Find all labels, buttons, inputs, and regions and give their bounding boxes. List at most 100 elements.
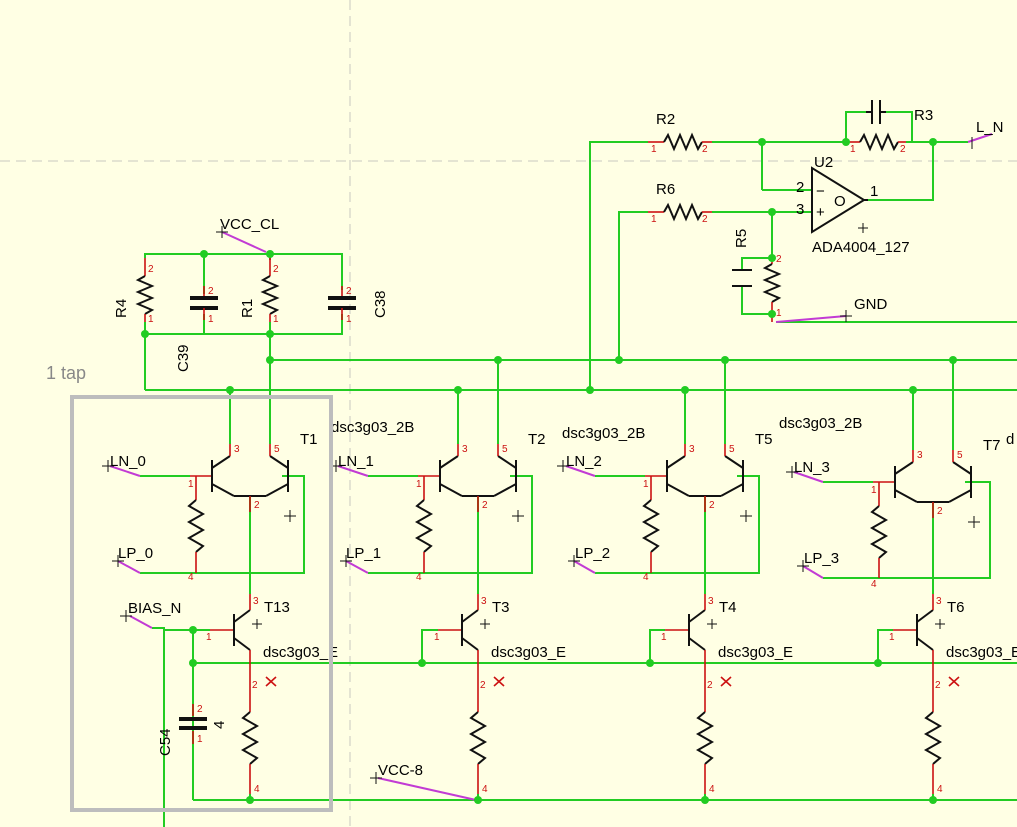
net-label-gnd[interactable]: GND (775, 296, 888, 323)
net-label-vcc-8[interactable]: VCC-8 (370, 762, 477, 801)
tail-resistor-1[interactable]: 4 (468, 690, 488, 795)
capacitor-c39[interactable]: C39 2 1 (175, 286, 218, 372)
svg-text:2: 2 (273, 264, 279, 275)
svg-text:4: 4 (937, 784, 943, 795)
t1-part: dsc3g03_2B (331, 419, 414, 436)
resistor-r2[interactable]: R2 1 2 (648, 111, 712, 155)
net-label-lp-2[interactable]: LP_2 (568, 545, 610, 574)
svg-text:1: 1 (208, 314, 214, 325)
opamp-u2[interactable]: U2 ADA4004_127 2 3 1 O − + (796, 154, 910, 256)
svg-text:VCC_CL: VCC_CL (220, 216, 279, 233)
t3-ref: T3 (492, 599, 510, 616)
capacitor-c54[interactable]: C54 4 2 1 (157, 704, 228, 756)
svg-text:1: 1 (346, 314, 352, 325)
svg-text:2: 2 (935, 680, 941, 691)
c39-label: C39 (175, 344, 192, 372)
tap-block-selection[interactable]: 1 tap (46, 363, 333, 812)
opamp-section: R2 1 2 R6 1 2 R3 1 2 (589, 100, 1017, 390)
svg-text:2: 2 (900, 144, 906, 155)
pair-resistor-2[interactable] (641, 476, 661, 573)
svg-text:1: 1 (661, 632, 667, 643)
svg-text:1: 1 (434, 632, 440, 643)
tail-resistor-0[interactable]: 4 (240, 690, 260, 795)
t6-ref: T6 (947, 599, 965, 616)
net-label-lp-3[interactable]: LP_3 (797, 550, 839, 579)
svg-text:1: 1 (206, 632, 212, 643)
svg-text:LP_3: LP_3 (804, 550, 839, 567)
net-label-ln-0[interactable]: LN_0 (102, 453, 146, 477)
t6-part: dsc3g03_E (946, 644, 1017, 661)
diff-pair-cell-1[interactable]: LN_1 LP_1 T2 dsc3g03_2B 3 5 1 (330, 360, 566, 804)
svg-text:3: 3 (481, 596, 487, 607)
tail-resistor-3[interactable]: 4 (923, 690, 943, 795)
svg-text:1: 1 (416, 479, 422, 490)
svg-text:BIAS_N: BIAS_N (128, 600, 181, 617)
diff-pair-cell-2[interactable]: LN_2 LP_2 T5 dsc3g03_2B 3 5 1 (557, 360, 793, 804)
net-label-lp-1[interactable]: LP_1 (340, 545, 381, 574)
svg-text:3: 3 (936, 596, 942, 607)
svg-text:2: 2 (480, 680, 486, 691)
transistor-t6[interactable]: T6 dsc3g03_E 3 1 2 (889, 594, 1017, 691)
svg-text:5: 5 (274, 444, 280, 455)
r2-label: R2 (656, 111, 675, 128)
diff-pair-cell-3[interactable]: LN_3 LP_3 T7 d dsc3g03_2B 3 5 (779, 360, 1017, 804)
t13-part: dsc3g03_E (263, 644, 338, 661)
resistor-r6[interactable]: R6 1 2 (648, 181, 712, 225)
tap-block-label: 1 tap (46, 363, 86, 383)
svg-text:5: 5 (957, 450, 963, 461)
svg-text:1: 1 (889, 632, 895, 643)
t3-part: dsc3g03_E (491, 644, 566, 661)
c54-label: C54 (157, 728, 174, 756)
svg-text:2: 2 (252, 680, 258, 691)
svg-text:d: d (1006, 431, 1014, 448)
net-label-ln-1[interactable]: LN_1 (330, 453, 374, 477)
resistor-r4[interactable]: R4 2 1 (113, 258, 155, 325)
svg-text:2: 2 (776, 254, 782, 265)
net-label-l-n[interactable]: L_N (967, 119, 1004, 149)
resistor-r5[interactable]: R5 2 1 (732, 229, 782, 322)
pair-resistor-3[interactable] (869, 482, 889, 578)
svg-text:2: 2 (707, 680, 713, 691)
net-label-vcc-cl[interactable]: VCC_CL (216, 216, 279, 253)
svg-text:3: 3 (917, 450, 923, 461)
diff-pair-cell-0[interactable]: LN_0 LP_0 T1 3 5 1 2 4 (102, 360, 338, 804)
t2-part: dsc3g03_2B (562, 425, 645, 442)
r3-label: R3 (914, 107, 933, 124)
svg-text:1: 1 (643, 479, 649, 490)
tail-resistor-2[interactable]: 4 (695, 690, 715, 795)
net-label-ln-3[interactable]: LN_3 (786, 459, 830, 483)
transistor-t13[interactable]: T13 dsc3g03_E 3 1 2 (206, 594, 338, 691)
svg-text:4: 4 (643, 572, 649, 583)
svg-text:LN_1: LN_1 (338, 453, 374, 470)
t1-ref: T1 (300, 431, 318, 448)
transistor-t2[interactable]: T2 dsc3g03_2B 3 5 1 2 4 (331, 419, 546, 583)
svg-text:2: 2 (148, 264, 154, 275)
pair-resistor-1[interactable] (414, 476, 434, 573)
svg-text:3: 3 (689, 444, 695, 455)
transistor-t4[interactable]: T4 dsc3g03_E 3 1 2 (661, 594, 793, 691)
t5-ref: T5 (755, 431, 773, 448)
svg-text:3: 3 (462, 444, 468, 455)
transistor-t3[interactable]: T3 dsc3g03_E 3 1 2 (434, 594, 566, 691)
svg-text:1: 1 (197, 734, 203, 745)
svg-text:2: 2 (197, 704, 203, 715)
svg-text:1: 1 (148, 314, 154, 325)
net-label-lp-0[interactable]: LP_0 (112, 545, 153, 574)
transistor-t1[interactable]: T1 3 5 1 2 4 (188, 431, 318, 583)
r6-label: R6 (656, 181, 675, 198)
svg-text:2: 2 (254, 500, 260, 511)
transistor-t7[interactable]: T7 d dsc3g03_2B 3 5 1 2 4 (779, 415, 1014, 590)
resistor-r1[interactable]: R1 2 1 (239, 258, 280, 325)
svg-text:1: 1 (871, 485, 877, 496)
net-label-ln-2[interactable]: LN_2 (557, 453, 602, 477)
transistor-t5[interactable]: T5 dsc3g03_2B 3 5 1 2 4 (562, 425, 773, 583)
resistor-r3[interactable]: R3 1 2 (846, 100, 933, 155)
svg-text:3: 3 (234, 444, 240, 455)
r5-label: R5 (733, 229, 750, 248)
svg-text:2: 2 (937, 506, 943, 517)
capacitor-c38[interactable]: C38 2 1 (328, 286, 389, 325)
net-label-bias-n[interactable]: BIAS_N (120, 600, 181, 629)
pair-resistor-0[interactable] (186, 476, 206, 573)
svg-text:4: 4 (416, 572, 422, 583)
